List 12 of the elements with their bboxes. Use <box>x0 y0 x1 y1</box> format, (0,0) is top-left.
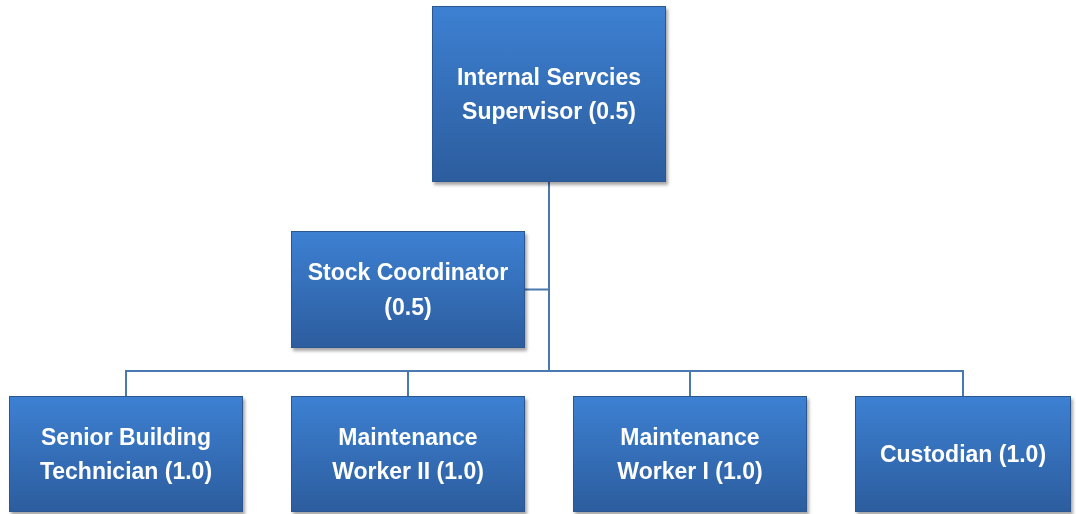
position-title: Senior Building Technician (1.0) <box>38 422 214 486</box>
position-box <box>432 6 666 182</box>
position-box <box>291 231 525 348</box>
position-box <box>9 396 243 512</box>
position-box <box>291 396 525 512</box>
position-box <box>855 396 1071 512</box>
position-title: Maintenance Worker II (1.0) <box>331 422 485 486</box>
position-title: Maintenance Worker I (1.0) <box>616 422 764 486</box>
position-box <box>573 396 807 512</box>
position-title: Internal Servcies Supervisor (0.5) <box>455 62 643 126</box>
position-title: Stock Coordinator (0.5) <box>306 258 510 322</box>
position-title: Custodian (1.0) <box>878 439 1048 469</box>
